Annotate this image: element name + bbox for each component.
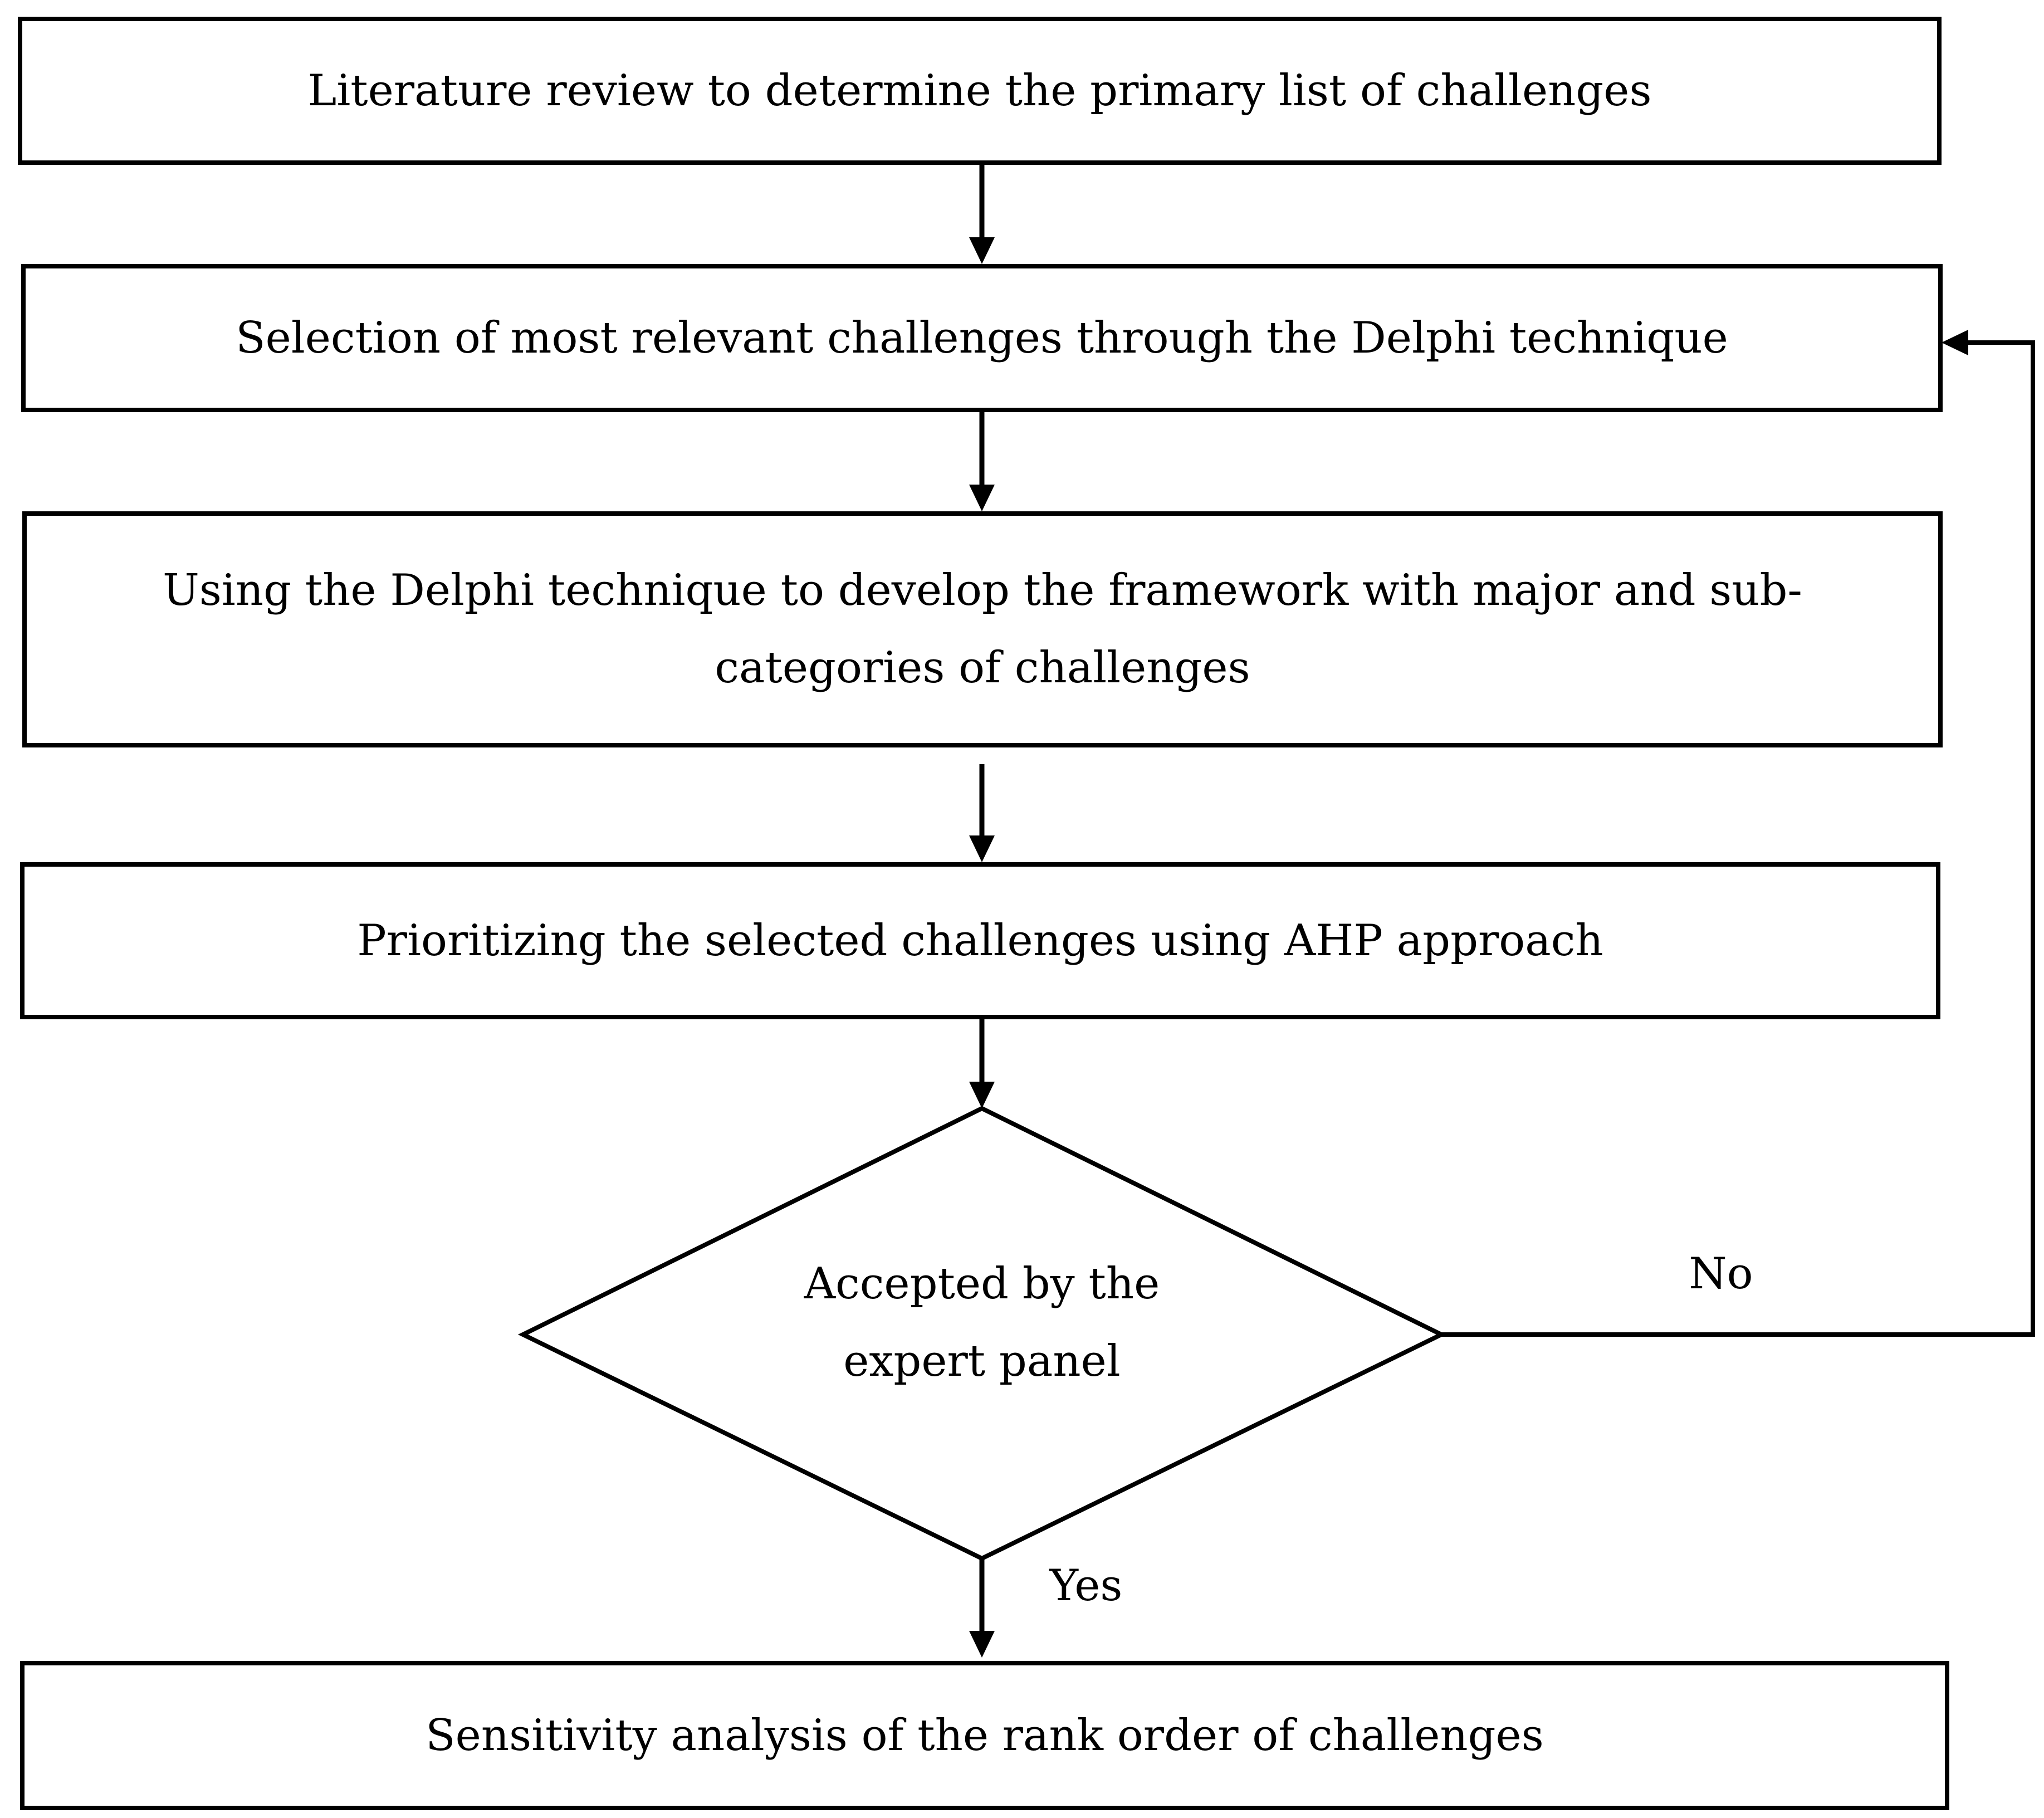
decision-label: Accepted by the expert panel (731, 1245, 1233, 1400)
arrow-step1-to-step2 (969, 165, 995, 264)
arrow-no-loop-to-step2 (1441, 330, 2035, 1337)
step-framework-delphi: Using the Delphi technique to develop th… (22, 511, 1943, 747)
decision-label-line1: Accepted by the (804, 1259, 1160, 1309)
yes-branch-label: Yes (1049, 1561, 1123, 1611)
no-branch-label: No (1689, 1249, 1753, 1299)
step-prioritizing-ahp: Prioritizing the selected challenges usi… (20, 862, 1940, 1019)
arrow-step2-to-step3 (969, 412, 995, 511)
decision-label-line2: expert panel (843, 1336, 1121, 1386)
step-sensitivity-analysis-label: Sensitivity analysis of the rank order o… (426, 1710, 1544, 1761)
step-selection-delphi: Selection of most relevant challenges th… (21, 264, 1943, 412)
step-framework-delphi-label: Using the Delphi technique to develop th… (163, 565, 1802, 693)
arrow-yes-to-step5 (969, 1558, 995, 1658)
step-prioritizing-ahp-label: Prioritizing the selected challenges usi… (357, 915, 1603, 966)
arrow-step4-to-decision (969, 1008, 995, 1108)
arrow-step3-to-step4 (969, 764, 995, 862)
step-sensitivity-analysis: Sensitivity analysis of the rank order o… (20, 1661, 1949, 1810)
step-literature-review-label: Literature review to determine the prima… (307, 65, 1652, 116)
step-selection-delphi-label: Selection of most relevant challenges th… (236, 312, 1728, 363)
step-literature-review: Literature review to determine the prima… (18, 17, 1942, 165)
